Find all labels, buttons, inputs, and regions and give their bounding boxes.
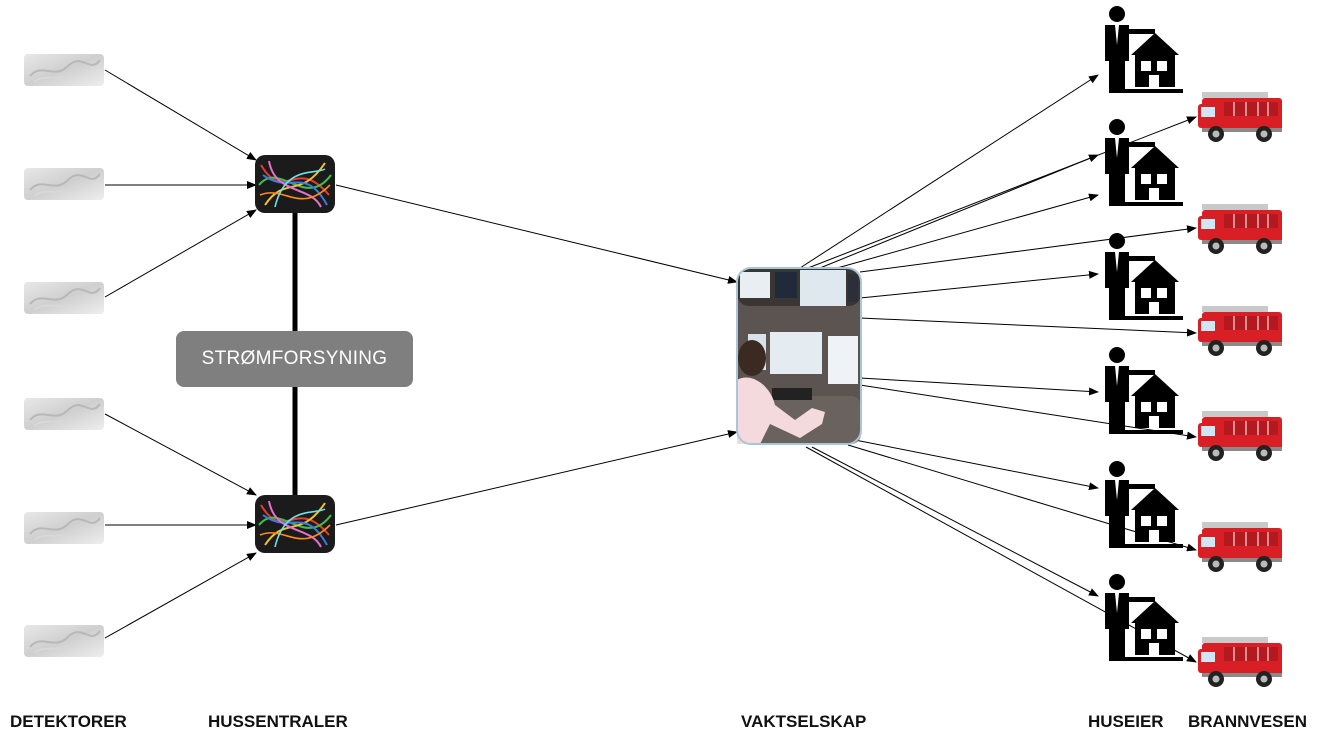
alarm-central-upper	[254, 154, 336, 214]
fire-dept-label: BRANNVESEN	[1188, 712, 1308, 731]
fire-truck-1	[1197, 91, 1283, 143]
fire-truck-4	[1197, 410, 1283, 462]
homeowner-label: HUSEIER	[1088, 712, 1164, 731]
fire-truck-6	[1197, 636, 1283, 688]
detector-5	[23, 511, 105, 545]
detector-6	[23, 624, 105, 658]
power-supply-label: STRØMFORSYNING	[201, 348, 388, 369]
fire-truck-5	[1197, 521, 1283, 573]
detector-4	[23, 397, 105, 431]
alarm-central-lower	[254, 494, 336, 554]
fire-truck-2	[1197, 203, 1283, 255]
homeowner-2	[1105, 119, 1183, 206]
detectors-label: DETEKTORER	[10, 712, 127, 731]
security-company-label: VAKTSELSKAP	[741, 712, 867, 731]
homeowner-5	[1105, 461, 1183, 548]
control-room-photo	[736, 267, 862, 445]
homeowner-3	[1105, 233, 1183, 320]
homeowner-4	[1105, 347, 1183, 434]
detector-2	[23, 167, 105, 201]
central-arrows	[335, 184, 738, 526]
detector-3	[23, 281, 105, 315]
homeowner-1	[1105, 6, 1183, 93]
fire-truck-3	[1197, 305, 1283, 357]
detector-arrows	[104, 69, 257, 639]
homeowner-6	[1105, 574, 1183, 661]
detector-1	[23, 53, 105, 87]
central-units-label: HUSSENTRALER	[208, 712, 348, 731]
power-supply-box: STRØMFORSYNING	[176, 331, 413, 387]
dispatch-arrows	[799, 74, 1197, 663]
